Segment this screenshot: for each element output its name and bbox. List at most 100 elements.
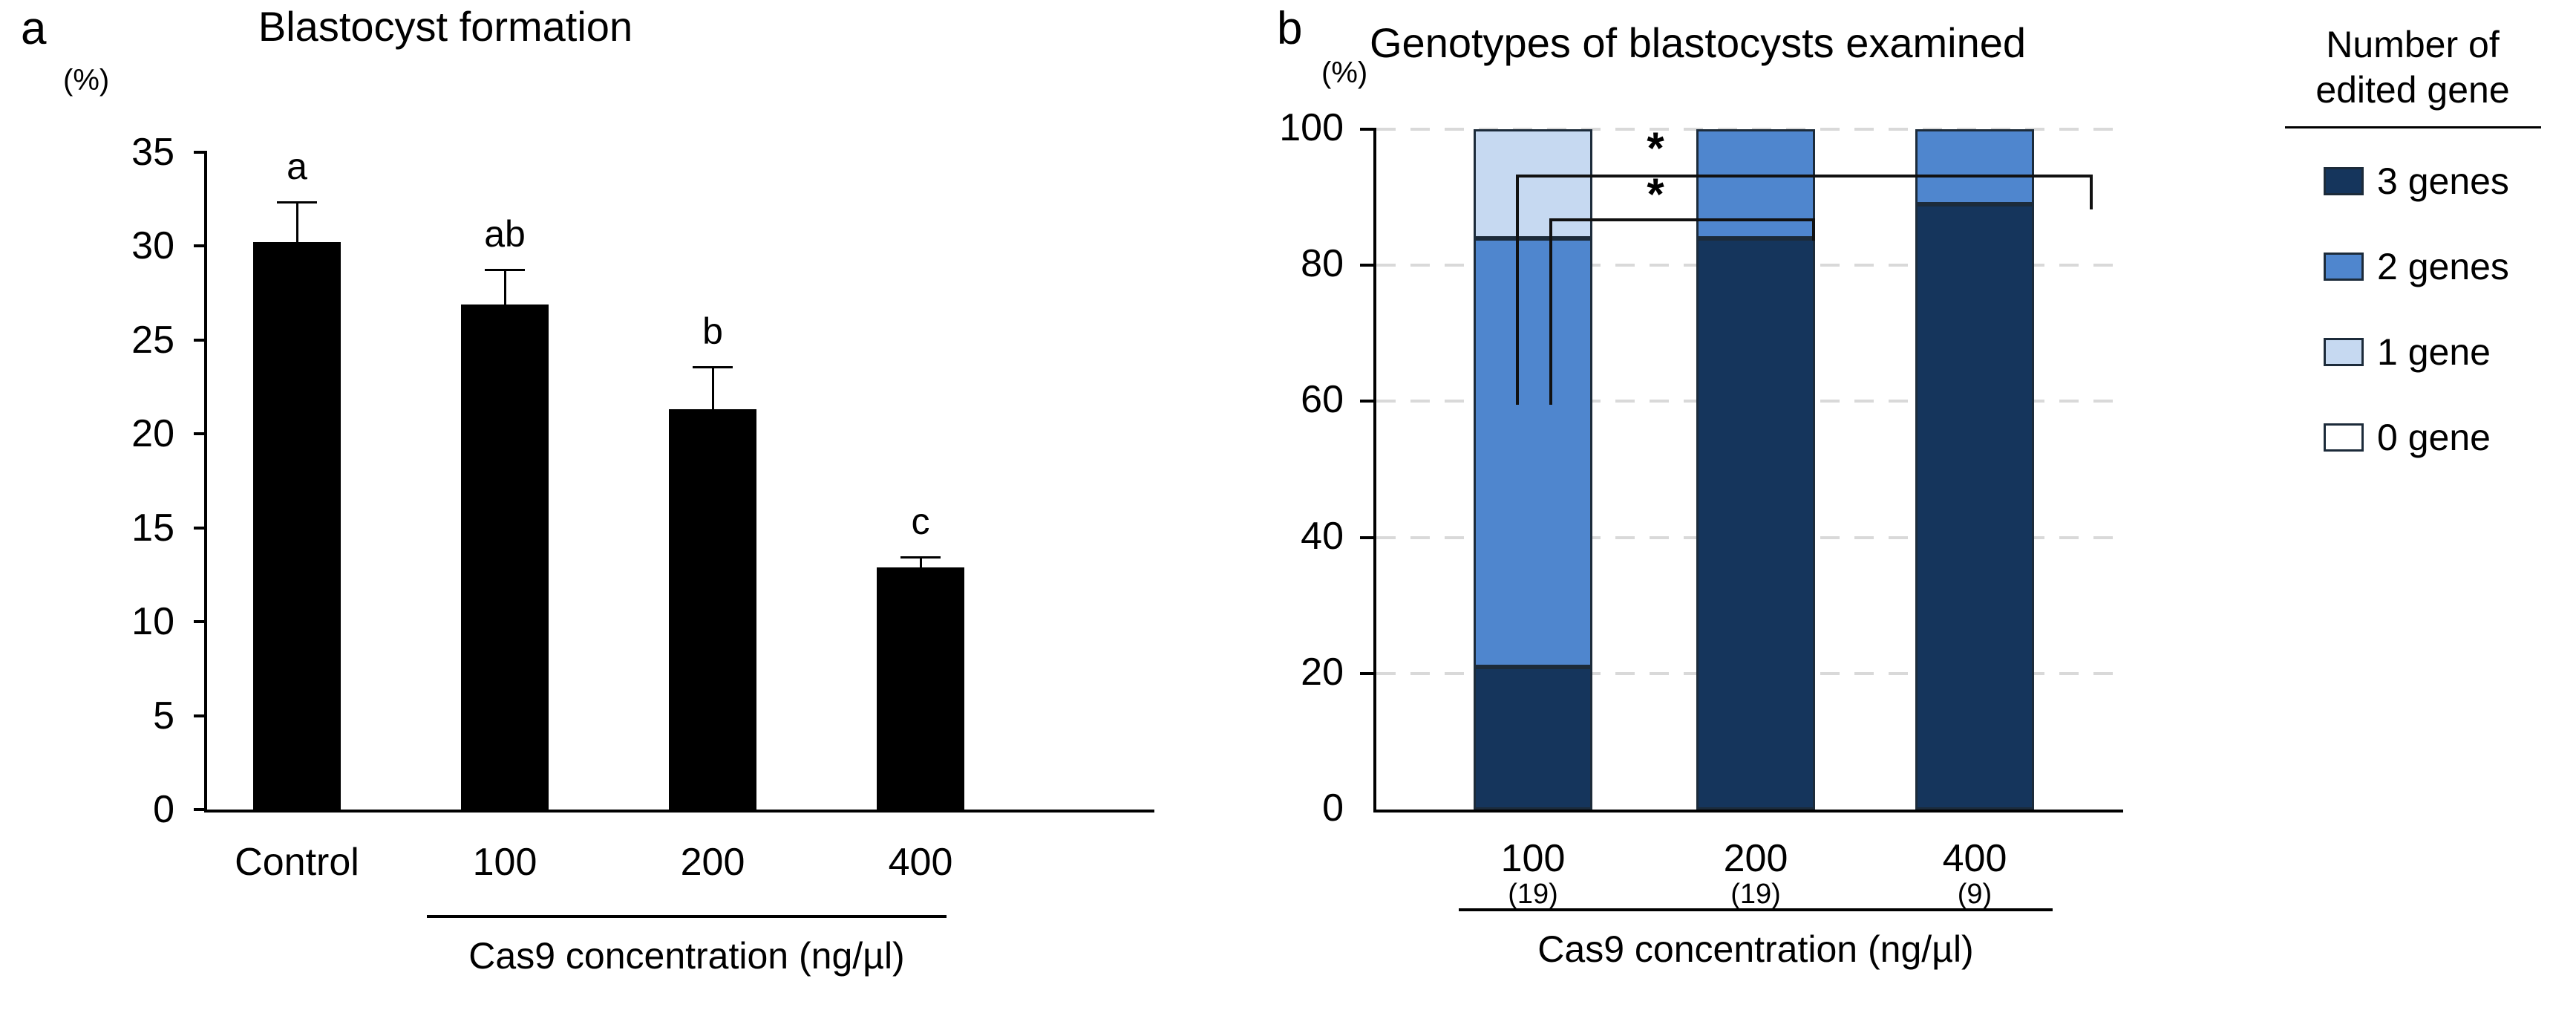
- legend-title-line1: Number of: [2326, 24, 2500, 65]
- panel-a-category-label: 200: [680, 841, 745, 884]
- panel-a-significance-letter: b: [702, 310, 723, 353]
- panel-a-ytick: [194, 432, 207, 436]
- panel-b-stack-segment: [1696, 129, 1815, 238]
- panel-a-error-bar: [504, 268, 506, 305]
- panel-a-ytick-label: 10: [131, 600, 174, 644]
- panel-a-ytick-label: 0: [153, 788, 174, 831]
- panel-b-stack-segment: [1474, 129, 1592, 238]
- panel-b-significance-bracket: [1549, 218, 1812, 221]
- panel-b-y-axis: [1373, 129, 1376, 813]
- panel-a: a Blastocyst formation (%) 35 30 25 20 15 10 5…: [0, 0, 1166, 1016]
- panel-a-error-cap: [485, 268, 525, 271]
- panel-a-error-cap: [900, 556, 941, 559]
- panel-a-error-cap: [277, 201, 317, 203]
- panel-a-ytick: [194, 808, 207, 811]
- panel-b-bracket-right-arm: [2090, 175, 2093, 209]
- panel-a-ytick-label: 5: [153, 694, 174, 737]
- panel-b-stack-segment: [1696, 238, 1815, 810]
- panel-a-error-bar: [296, 201, 298, 243]
- panel-b-ytick-label: 80: [1301, 242, 1344, 286]
- panel-b-stack-segment: [1915, 203, 2034, 810]
- panel-a-ytick-label: 35: [131, 131, 174, 174]
- panel-a-x-axis-title: Cas9 concentration (ng/µl): [468, 935, 905, 977]
- panel-b-category-label: 100: [1500, 837, 1566, 880]
- panel-b-stack-segment: [1915, 129, 2034, 204]
- panel-a-ytick: [194, 338, 207, 342]
- panel-a-ytick: [194, 244, 207, 248]
- panel-a-letter: a: [21, 3, 47, 54]
- panel-b-ytick-label: 20: [1301, 650, 1344, 694]
- panel-b-y-unit: (%): [1321, 56, 1368, 89]
- panel-a-error-cap: [693, 366, 733, 369]
- panel-b-ytick: [1360, 400, 1376, 403]
- panel-a-category-label: 400: [888, 841, 953, 884]
- legend-swatch: [2324, 338, 2364, 366]
- legend-item[interactable]: 3 genes: [2324, 160, 2509, 203]
- panel-a-ytick-label: 25: [131, 318, 174, 362]
- panel-a-bar: [253, 242, 341, 810]
- panel-b-x-axis: [1373, 810, 2123, 813]
- panel-b-ytick: [1360, 128, 1376, 131]
- panel-b-ytick-label: 0: [1322, 787, 1344, 830]
- legend-item-label: 2 genes: [2377, 246, 2509, 287]
- panel-a-bar: [461, 304, 549, 810]
- panel-a-x-axis: [204, 810, 1154, 813]
- panel-a-title: Blastocyst formation: [258, 3, 633, 50]
- legend-title-line2: edited gene: [2315, 69, 2510, 111]
- panel-a-ytick-label: 30: [131, 224, 174, 268]
- panel-b-category-label: 400: [1942, 837, 2007, 880]
- panel-a-ytick: [194, 714, 207, 717]
- panel-a-significance-letter: c: [911, 500, 930, 542]
- panel-a-significance-letter: ab: [484, 212, 526, 255]
- panel-a-bar: [669, 409, 756, 810]
- panel-b-sample-size-label: (19): [1508, 879, 1558, 910]
- panel-a-ytick: [194, 526, 207, 530]
- panel-a-y-unit: (%): [63, 64, 110, 97]
- legend-item-label: 0 gene: [2377, 417, 2491, 458]
- panel-b: b Genotypes of blastocysts examined (%) …: [1166, 0, 2576, 1016]
- panel-b-x-axis-title: Cas9 concentration (ng/µl): [1537, 928, 1974, 970]
- legend-item[interactable]: 1 gene: [2324, 330, 2491, 374]
- legend-item[interactable]: 2 genes: [2324, 245, 2509, 288]
- panel-a-y-axis: [204, 152, 207, 813]
- panel-b-category-label: 200: [1723, 837, 1788, 880]
- panel-b-title: Genotypes of blastocysts examined: [1370, 19, 2027, 66]
- panel-b-significance-asterisk: *: [1647, 123, 1664, 173]
- panel-b-group-rule: [1459, 908, 2053, 911]
- legend: Number of edited gene 3 genes 2 genes 1 ge…: [2264, 22, 2561, 458]
- panel-a-error-bar: [920, 556, 922, 567]
- panel-a-bar: [877, 567, 964, 810]
- panel-b-bracket-left-arm: [1549, 218, 1552, 405]
- legend-divider: [2285, 126, 2541, 128]
- legend-swatch: [2324, 167, 2364, 195]
- panel-a-category-label: 100: [472, 841, 537, 884]
- panel-b-ytick: [1360, 535, 1376, 539]
- panel-b-ytick: [1360, 264, 1376, 267]
- legend-item-label: 1 gene: [2377, 331, 2491, 373]
- panel-a-ytick: [194, 620, 207, 624]
- panel-a-ytick-label: 15: [131, 506, 174, 550]
- panel-b-bracket-right-arm: [1812, 218, 1815, 241]
- panel-b-stack-segment: [1474, 238, 1592, 667]
- panel-a-ytick-label: 20: [131, 412, 174, 456]
- panel-a-group-rule: [427, 915, 947, 918]
- panel-b-sample-size-label: (19): [1730, 879, 1781, 910]
- legend-swatch: [2324, 253, 2364, 281]
- legend-item[interactable]: 0 gene: [2324, 416, 2491, 459]
- panel-a-ytick: [194, 151, 207, 154]
- panel-a-error-bar: [712, 366, 714, 410]
- panel-b-stack-segment: [1474, 666, 1592, 810]
- panel-a-significance-letter: a: [287, 145, 307, 187]
- panel-b-ytick-label: 60: [1301, 378, 1344, 422]
- panel-b-sample-size-label: (9): [1957, 879, 1993, 910]
- panel-b-ytick-label: 40: [1301, 514, 1344, 558]
- panel-b-ytick: [1360, 671, 1376, 675]
- panel-b-letter: b: [1277, 3, 1303, 54]
- panel-b-significance-bracket: [1516, 175, 2090, 178]
- panel-b-ytick-label: 100: [1279, 106, 1344, 149]
- legend-item-label: 3 genes: [2377, 160, 2509, 202]
- panel-b-bracket-left-arm: [1516, 175, 1519, 405]
- legend-swatch: [2324, 423, 2364, 452]
- panel-a-category-label: Control: [235, 841, 359, 884]
